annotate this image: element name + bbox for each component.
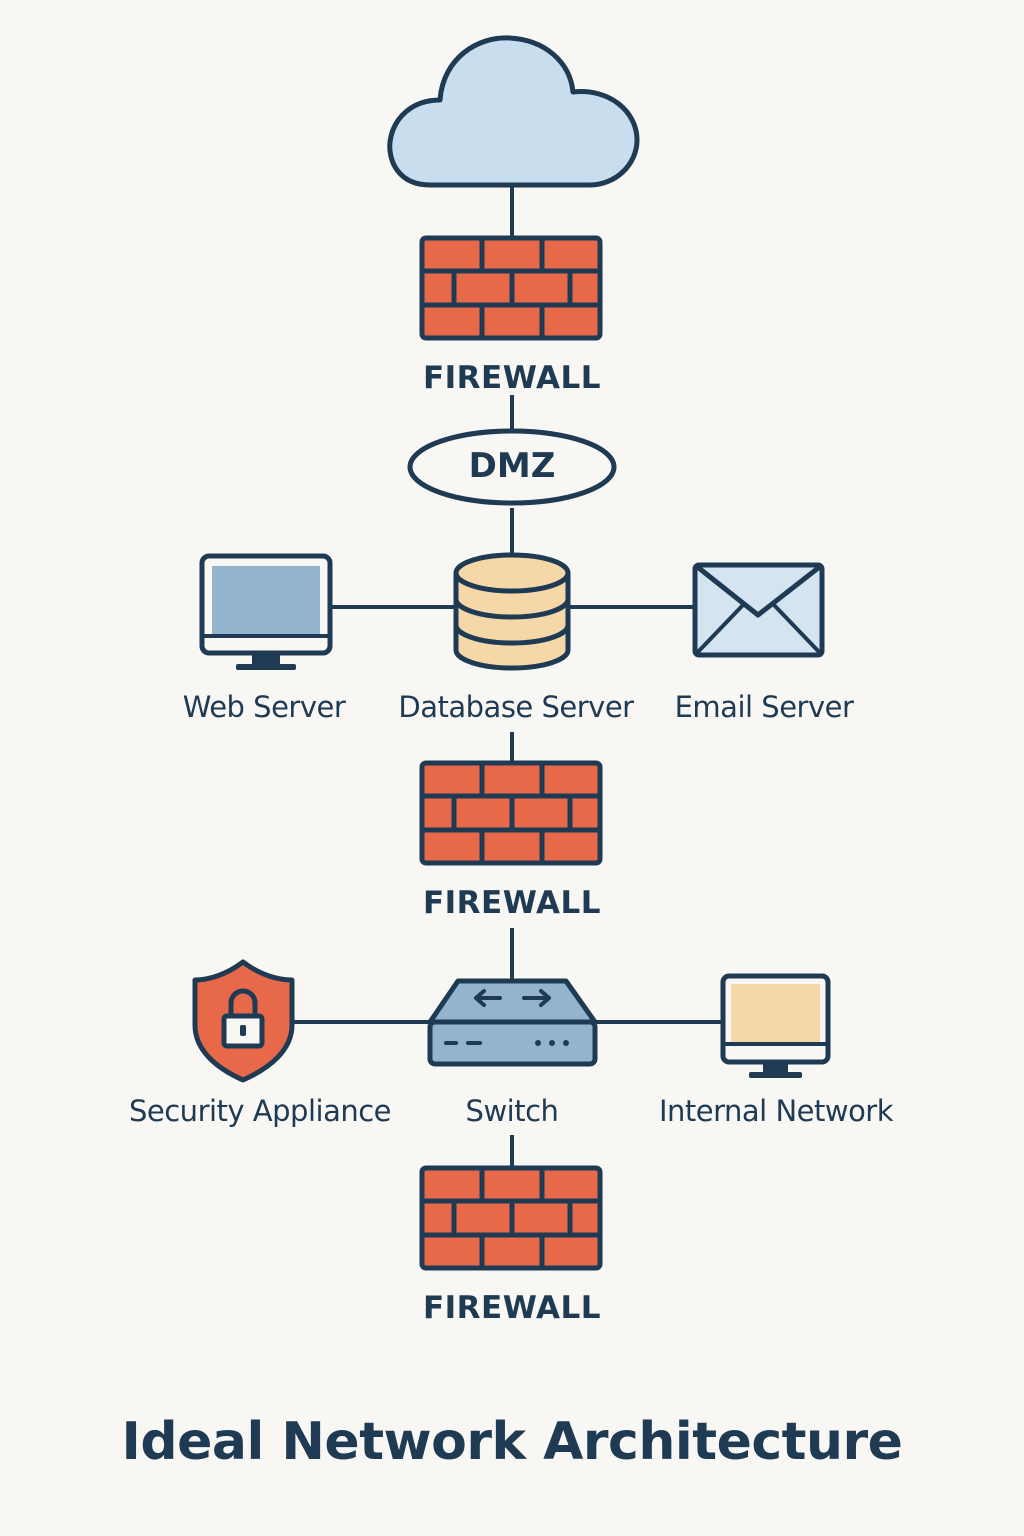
monitor-icon	[720, 973, 831, 1078]
connections	[293, 185, 723, 1168]
firewall-label-middle: FIREWALL	[422, 885, 602, 921]
email-server-label: Email Server	[674, 690, 854, 724]
firewall-icon	[419, 1165, 603, 1271]
database-icon	[453, 552, 571, 671]
database-server-label: Database Server	[398, 690, 634, 724]
switch-icon	[427, 978, 598, 1067]
cloud-icon	[387, 35, 640, 188]
firewall-icon	[419, 235, 603, 341]
firewall-label-top: FIREWALL	[422, 360, 602, 396]
firewall-label-bottom: FIREWALL	[422, 1290, 602, 1326]
monitor-icon	[199, 553, 333, 670]
dmz-zone-shape	[407, 428, 617, 506]
switch-label: Switch	[465, 1094, 559, 1128]
shield-lock-icon	[192, 959, 295, 1083]
envelope-icon	[692, 562, 825, 658]
security-appliance-label: Security Appliance	[128, 1094, 392, 1128]
web-server-label: Web Server	[182, 690, 346, 724]
internal-network-label: Internal Network	[658, 1094, 894, 1128]
firewall-icon	[419, 760, 603, 866]
dmz-label: DMZ	[468, 446, 556, 486]
diagram-title: Ideal Network Architecture	[121, 1412, 903, 1472]
